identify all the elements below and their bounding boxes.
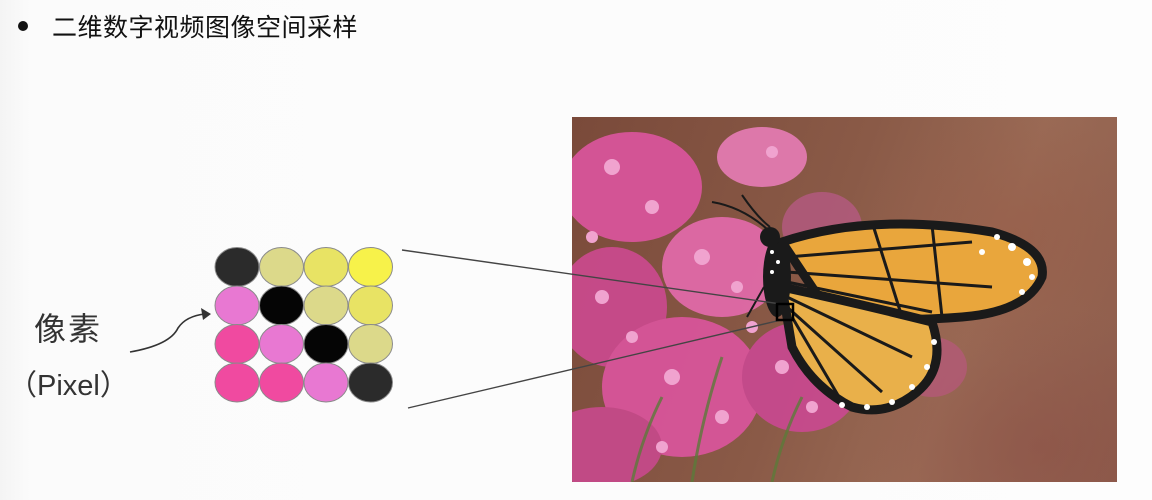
butterfly <box>711 194 1047 415</box>
pixel-dot-r2-c2 <box>303 324 349 364</box>
pixel-dot-r3-c1 <box>259 362 304 403</box>
pixel-dot-r1-c0 <box>214 285 260 326</box>
zoom-line-top <box>401 249 782 305</box>
pixel-dot-r3-c2 <box>303 362 349 403</box>
pixel-label-english: （Pixel） <box>8 370 129 402</box>
pixel-grid <box>214 247 393 403</box>
zoom-sample-box <box>775 302 795 322</box>
pixel-dot-r1-c2 <box>303 285 349 326</box>
pixel-dot-r1-c1 <box>259 285 304 326</box>
pixel-dot-r0-c3 <box>348 247 393 287</box>
pointer-arrow <box>129 313 206 353</box>
zoom-line-bottom <box>407 319 782 409</box>
heading-bullet-line: 二维数字视频图像空间采样 <box>14 6 358 46</box>
pixel-label-chinese: 像素 <box>34 310 103 348</box>
bullet-dot <box>18 21 28 31</box>
pixel-dot-r2-c3 <box>348 324 393 364</box>
pixel-dot-r0-c0 <box>214 247 260 287</box>
arrow-head-icon <box>201 308 211 320</box>
pixel-dot-r0-c2 <box>303 247 349 287</box>
pixel-dot-r2-c1 <box>259 324 304 364</box>
pixel-dot-r2-c0 <box>214 324 260 364</box>
butterfly-photo <box>572 117 1117 482</box>
pixel-dot-r3-c0 <box>214 362 260 403</box>
pixel-dot-r0-c1 <box>259 247 304 287</box>
butterfly-photo-illustration <box>572 127 1047 482</box>
heading-text: 二维数字视频图像空间采样 <box>52 13 359 42</box>
pixel-dot-r3-c3 <box>348 362 393 403</box>
pixel-dot-r1-c3 <box>348 285 393 326</box>
flower-highlights <box>586 146 857 453</box>
stems <box>630 356 804 482</box>
